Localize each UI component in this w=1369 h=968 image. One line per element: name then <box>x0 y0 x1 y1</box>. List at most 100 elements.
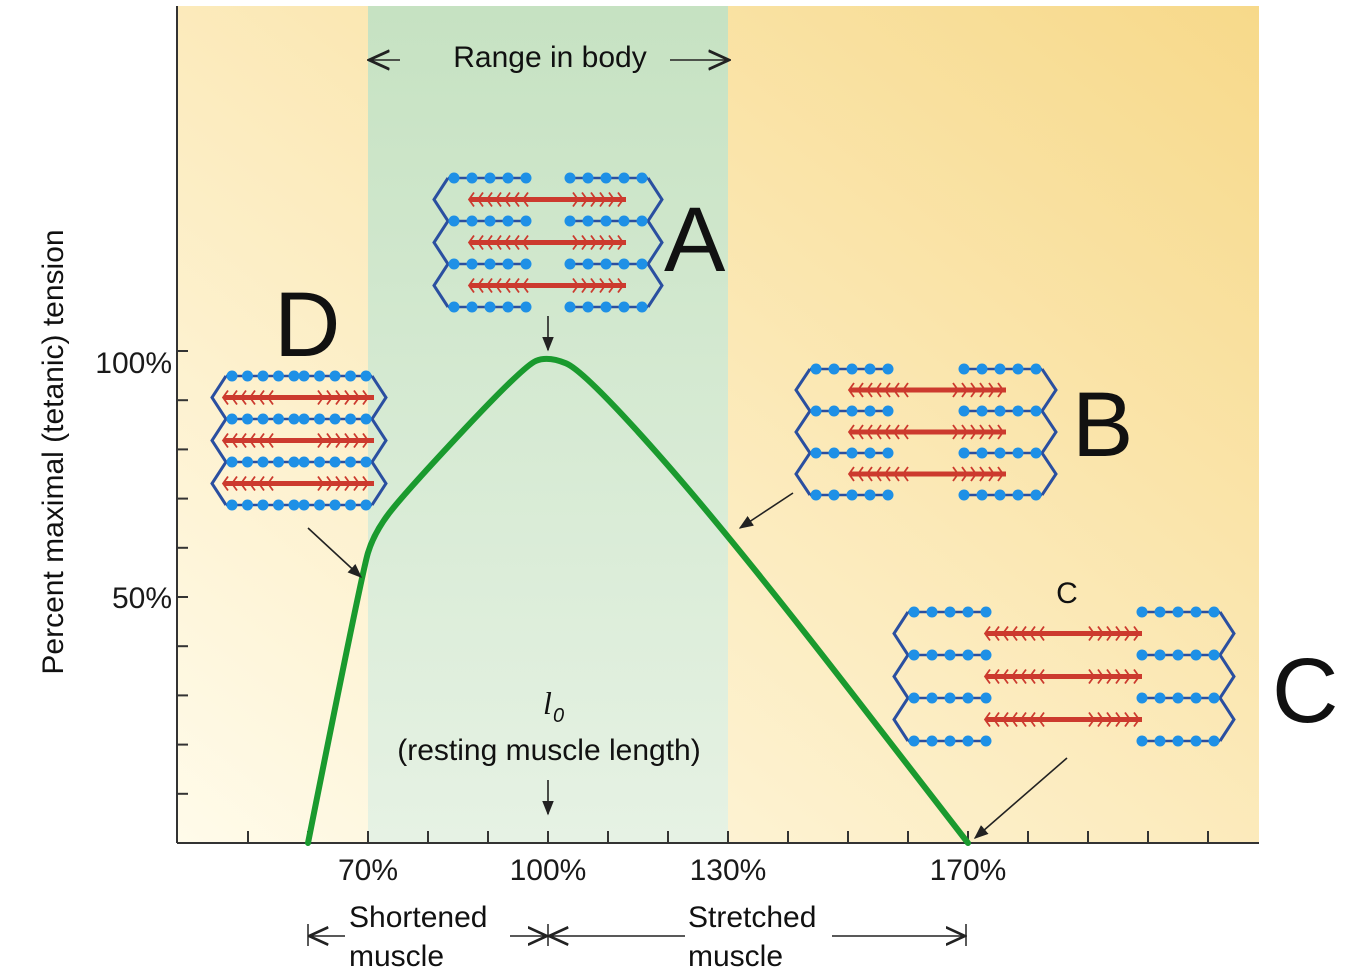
myosin-head <box>1088 711 1096 728</box>
actin-bead <box>600 172 612 184</box>
actin-bead <box>466 215 478 227</box>
actin-bead <box>980 692 992 704</box>
actin-bead <box>329 499 341 511</box>
myosin-head <box>997 424 1005 440</box>
myosin-head <box>467 277 475 294</box>
actin-bead <box>908 692 920 704</box>
myosin-head <box>317 432 325 449</box>
myosin-head <box>581 277 589 294</box>
myosin-head <box>344 475 352 492</box>
myosin-head <box>221 475 229 492</box>
range-in-body-label: Range in body <box>453 41 646 74</box>
actin-bead <box>582 172 594 184</box>
actin-bead <box>288 499 300 511</box>
myosin-head <box>521 191 529 208</box>
myosin-head <box>590 234 598 251</box>
myosin-head <box>970 466 978 482</box>
myosin-head <box>335 389 343 406</box>
rest-length-caption: (resting muscle length) <box>397 734 700 767</box>
myosin-head <box>239 389 247 406</box>
myosin-head <box>581 234 589 251</box>
actin-bead <box>980 735 992 747</box>
actin-bead <box>1012 447 1024 459</box>
actin-bead <box>360 456 372 468</box>
stretched-label: Stretched <box>688 901 816 934</box>
actin-bead <box>273 413 284 425</box>
actin-bead <box>1190 735 1202 747</box>
myosin-head <box>617 277 625 294</box>
actin-bead <box>1136 649 1148 661</box>
actin-bead <box>329 370 341 382</box>
myosin-head <box>988 466 996 482</box>
myosin-head <box>221 389 229 406</box>
actin-bead <box>582 258 594 270</box>
actin-bead <box>908 649 920 661</box>
actin-bead <box>600 258 612 270</box>
myosin-head <box>992 711 1000 728</box>
actin-bead <box>958 405 970 417</box>
myosin-head <box>362 475 370 492</box>
myosin-head <box>847 424 855 440</box>
myosin-head <box>874 424 882 440</box>
myosin-head <box>326 432 334 449</box>
actin-bead <box>846 447 858 459</box>
myosin-head <box>901 466 909 482</box>
myosin-head <box>952 424 960 440</box>
actin-bead <box>564 301 576 313</box>
myosin-head <box>1001 668 1009 685</box>
myosin-head <box>988 382 996 398</box>
actin-bead <box>314 370 325 382</box>
myosin-head <box>230 389 238 406</box>
rest-length-symbol: l <box>543 685 552 721</box>
point-label-c-small: C <box>1056 577 1078 610</box>
myosin-head <box>326 389 334 406</box>
myosin-head <box>608 277 616 294</box>
actin-bead <box>926 735 938 747</box>
actin-bead <box>828 405 840 417</box>
myosin-head <box>248 475 256 492</box>
myosin-head <box>230 432 238 449</box>
myosin-head <box>521 234 529 251</box>
actin-bead <box>636 258 648 270</box>
actin-bead <box>976 447 988 459</box>
myosin-head <box>572 277 580 294</box>
x-tick-label-130: 130% <box>690 854 767 887</box>
myosin-head <box>901 382 909 398</box>
myosin-head <box>1028 625 1036 642</box>
myosin-head <box>1037 711 1045 728</box>
actin-bead <box>636 215 648 227</box>
point-label-a: A <box>664 189 726 291</box>
z-line <box>210 375 228 506</box>
point-label-d: D <box>274 274 340 376</box>
myosin-head <box>1124 711 1132 728</box>
myosin-head <box>485 191 493 208</box>
actin-bead <box>958 363 970 375</box>
myosin-head <box>617 191 625 208</box>
actin-bead <box>257 499 269 511</box>
rest-length-annotation: l 0 (resting muscle length) <box>397 685 701 816</box>
z-line <box>646 177 664 308</box>
myosin-head <box>221 432 229 449</box>
sarcomere-diagram-a <box>432 172 664 313</box>
actin-bead <box>882 405 894 417</box>
pointer-arrow-b <box>738 492 794 529</box>
y-axis-label: Percent maximal (tetanic) tension <box>37 229 70 674</box>
myosin-head <box>353 475 361 492</box>
actin-bead <box>288 413 300 425</box>
actin-bead <box>962 692 974 704</box>
actin-bead <box>600 301 612 313</box>
myosin-head <box>599 277 607 294</box>
actin-bead <box>484 258 496 270</box>
actin-bead <box>864 363 876 375</box>
myosin-head <box>1019 625 1027 642</box>
actin-bead <box>448 172 460 184</box>
actin-bead <box>345 499 356 511</box>
myosin-head <box>230 475 238 492</box>
actin-bead <box>226 499 238 511</box>
myosin-head <box>590 191 598 208</box>
actin-bead <box>520 172 532 184</box>
myosin-head <box>901 424 909 440</box>
myosin-head <box>1037 668 1045 685</box>
myosin-head <box>970 382 978 398</box>
